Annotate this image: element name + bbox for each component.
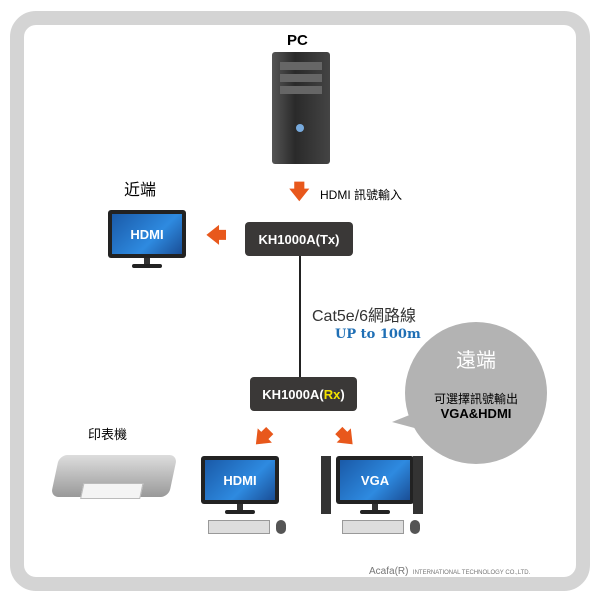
- cable-line: [299, 256, 301, 378]
- near-end-label: 近端: [124, 182, 157, 199]
- pc-tower-icon: [272, 52, 330, 164]
- bubble-line1: 可選擇訊號輸出: [433, 392, 518, 406]
- mouse-icon: [410, 520, 420, 534]
- keyboard-icon: [342, 520, 404, 534]
- hdmi-input-label: HDMI 訊號輸入: [320, 188, 402, 202]
- remote-vga-monitor-icon: VGA: [336, 456, 414, 504]
- rx-box: KH1000A(Rx): [250, 377, 357, 411]
- distance-label: UP to 100m: [335, 327, 421, 342]
- bubble-line2: VGA&HDMI: [440, 406, 512, 421]
- printer-label: 印表機: [88, 427, 128, 442]
- arrow-left-icon: 🡄: [206, 225, 227, 247]
- mouse-icon: [276, 520, 286, 534]
- remote-hdmi-monitor-icon: HDMI: [201, 456, 279, 504]
- tower-icon: [413, 456, 423, 514]
- bubble-title: 遠端: [456, 350, 496, 372]
- near-monitor-icon: HDMI: [108, 210, 186, 258]
- footer: Acafa(R) INTERNATIONAL TECHNOLOGY CO.,LT…: [369, 566, 531, 577]
- bubble-tail: [392, 410, 422, 430]
- tower-icon: [321, 456, 331, 514]
- arrow-down-icon: 🡇: [289, 181, 310, 203]
- pc-label: PC: [287, 32, 308, 49]
- remote-bubble: [405, 322, 547, 464]
- keyboard-icon: [208, 520, 270, 534]
- cable-label: Cat5e/6網路線: [312, 308, 417, 325]
- printer-icon: [50, 455, 178, 499]
- tx-box: KH1000A(Tx): [245, 222, 353, 256]
